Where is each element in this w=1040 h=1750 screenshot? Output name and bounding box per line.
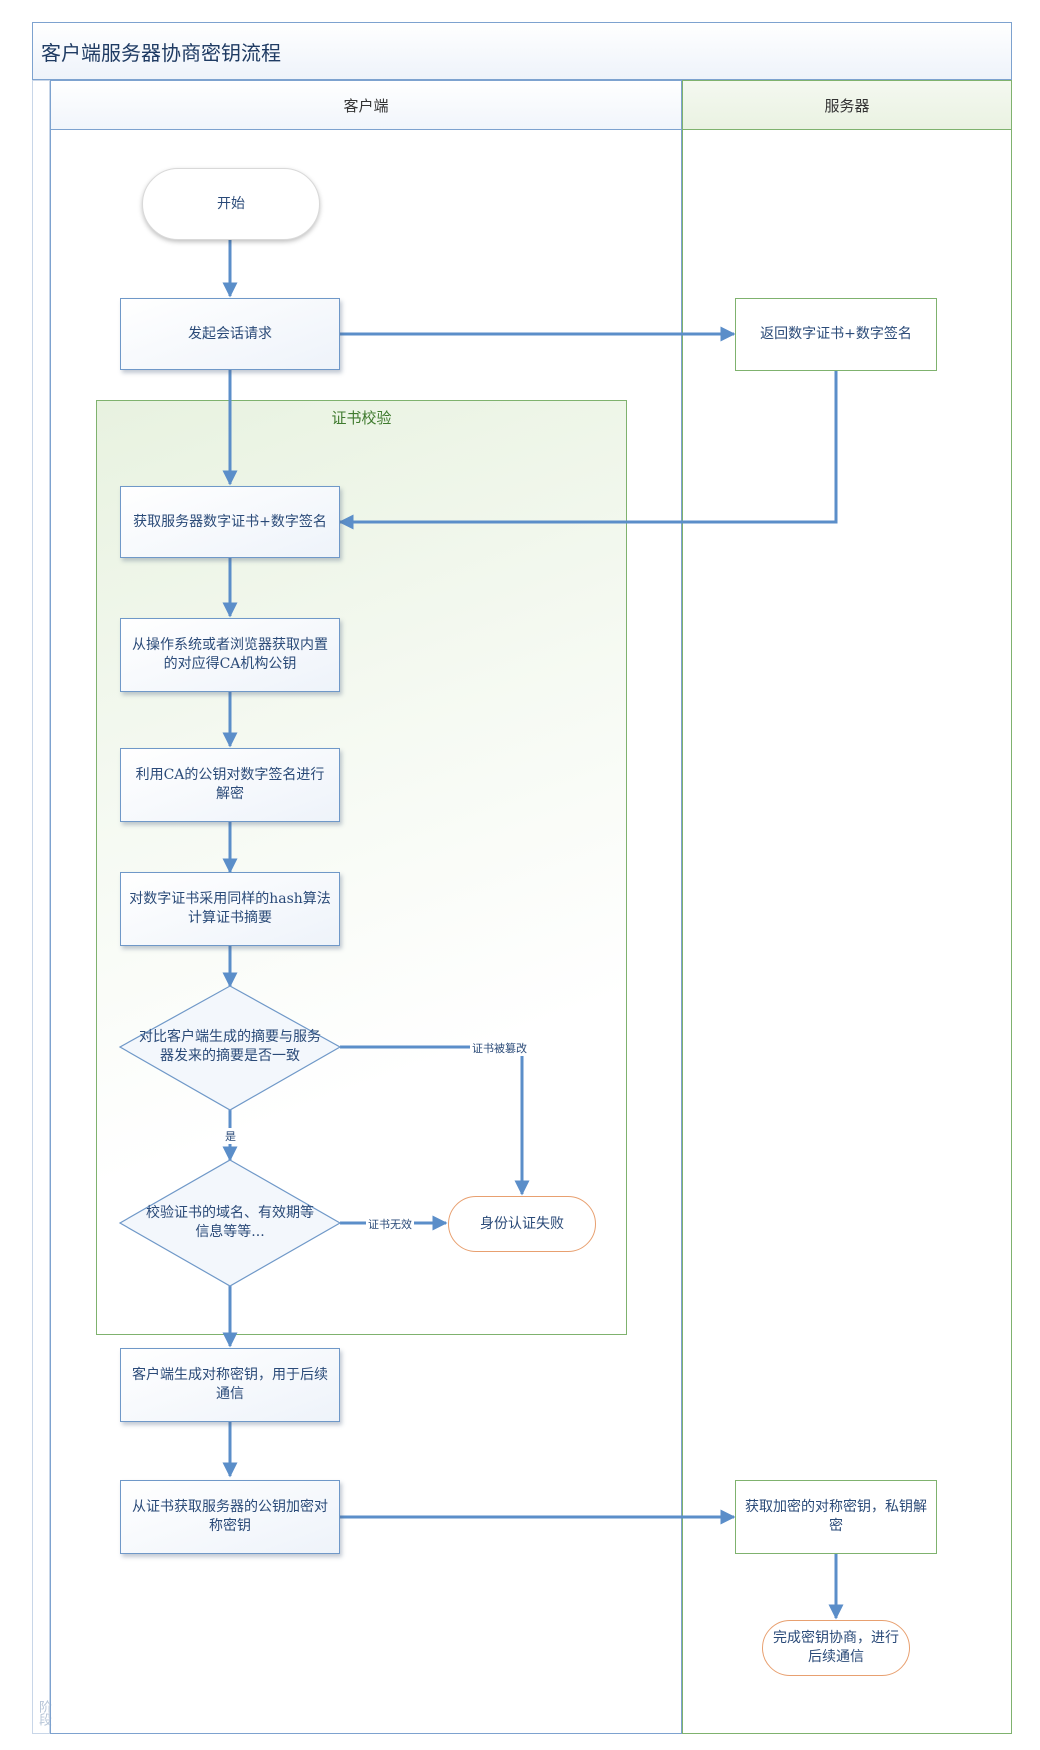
node-server-decrypt[interactable]: 获取加密的对称密钥，私钥解密 [735, 1480, 937, 1554]
node-hash-cert-label: 对数字证书采用同样的hash算法计算证书摘要 [129, 891, 331, 926]
lane-title-server: 服务器 [824, 96, 870, 115]
node-start[interactable]: 开始 [142, 168, 320, 240]
decision-verify-shape [118, 1159, 342, 1287]
node-start-label: 开始 [217, 195, 245, 212]
edge-label-invalid: 证书无效 [366, 1216, 414, 1232]
pool-title: 客户端服务器协商密钥流程 [41, 41, 281, 65]
node-decrypt-sig-label: 利用CA的公钥对数字签名进行解密 [135, 767, 325, 802]
node-return-cert[interactable]: 返回数字证书+数字签名 [735, 298, 937, 371]
lane-title-client: 客户端 [343, 96, 389, 115]
node-compare[interactable]: 对比客户端生成的摘要与服务器发来的摘要是否一致 [138, 1014, 322, 1080]
group-title: 证书校验 [331, 409, 392, 427]
node-done[interactable]: 完成密钥协商，进行后续通信 [762, 1620, 910, 1676]
edge-compare-fail [340, 1045, 530, 1196]
pool-title-bar: 客户端服务器协商密钥流程 [32, 22, 1012, 80]
node-get-ca-key-label: 从操作系统或者浏览器获取内置的对应得CA机构公钥 [132, 637, 328, 672]
node-return-cert-label: 返回数字证书+数字签名 [760, 326, 912, 342]
node-get-ca-key[interactable]: 从操作系统或者浏览器获取内置的对应得CA机构公钥 [120, 618, 340, 692]
stage-column [32, 80, 50, 1734]
node-hash-cert[interactable]: 对数字证书采用同样的hash算法计算证书摘要 [120, 872, 340, 946]
node-done-label: 完成密钥协商，进行后续通信 [773, 1630, 899, 1665]
lane-header-server: 服务器 [682, 80, 1012, 130]
node-initiate-label: 发起会话请求 [188, 325, 272, 342]
node-initiate[interactable]: 发起会话请求 [120, 298, 340, 370]
node-decrypt-sig[interactable]: 利用CA的公钥对数字签名进行解密 [120, 748, 340, 822]
node-encrypt-key[interactable]: 从证书获取服务器的公钥加密对称密钥 [120, 1480, 340, 1554]
node-auth-fail-label: 身份认证失败 [480, 1215, 564, 1232]
node-verify-domain-label: 校验证书的域名、有效期等信息等等... [146, 1205, 314, 1240]
edge-return-getcert [338, 371, 838, 530]
node-verify-domain[interactable]: 校验证书的域名、有效期等信息等等... [140, 1196, 320, 1250]
node-get-cert-label: 获取服务器数字证书+数字签名 [133, 513, 327, 530]
decision-compare-shape [118, 985, 342, 1111]
node-compare-label: 对比客户端生成的摘要与服务器发来的摘要是否一致 [139, 1029, 321, 1064]
edge-label-tampered: 证书被篡改 [470, 1040, 529, 1056]
node-get-cert[interactable]: 获取服务器数字证书+数字签名 [120, 486, 340, 558]
lane-body-server [682, 130, 1012, 1734]
node-server-decrypt-label: 获取加密的对称密钥，私钥解密 [745, 1499, 927, 1534]
lane-body-client [50, 130, 682, 1734]
node-encrypt-key-label: 从证书获取服务器的公钥加密对称密钥 [132, 1499, 328, 1534]
lane-header-client: 客户端 [50, 80, 682, 130]
node-gen-key[interactable]: 客户端生成对称密钥，用于后续通信 [120, 1348, 340, 1422]
node-gen-key-label: 客户端生成对称密钥，用于后续通信 [132, 1367, 328, 1402]
stage-label: 阶段 [36, 1700, 51, 1726]
edge-label-yes: 是 [223, 1128, 238, 1144]
node-auth-fail[interactable]: 身份认证失败 [448, 1196, 596, 1252]
